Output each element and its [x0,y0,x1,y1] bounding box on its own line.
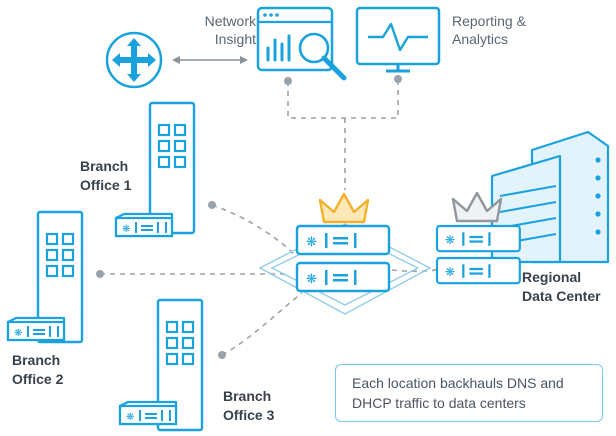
crown-icon [318,192,370,224]
central-appliance-stack [258,192,432,315]
regional-data-center [435,130,610,285]
network-insight-label: Network Insight [178,12,256,48]
reporting-analytics-label: Reporting & Analytics [452,12,526,48]
connector-dots [96,75,402,359]
network-insight-label-line2: Insight [214,31,256,47]
branch-office-3 [118,298,204,432]
callout-line1: Each location backhauls DNS and [352,375,564,391]
branch3-line2: Office 3 [223,407,275,423]
branch-office-2 [6,210,84,344]
reporting-monitor-icon [355,6,441,73]
network-insight-icon [256,6,347,81]
router-icon [105,31,163,89]
callout-line2: DHCP traffic to data centers [352,395,526,411]
network-insight-label-line1: Network [204,13,256,29]
branch2-line2: Office 2 [12,371,64,387]
reporting-label-line1: Reporting & [452,13,526,29]
reporting-label-line2: Analytics [452,31,509,47]
branch1-line1: Branch [80,158,129,174]
branch-office-1-label: Branch Office 1 [80,157,131,195]
branch1-line2: Office 1 [80,177,132,193]
branch2-line1: Branch [12,352,61,368]
branch-office-2-label: Branch Office 2 [12,351,63,389]
connector-lines [100,79,447,356]
bidirectional-arrow-icon [172,56,248,64]
regional-data-center-label: Regional Data Center [522,268,601,306]
callout-box: Each location backhauls DNS and DHCP tra… [335,364,603,422]
datacenter-line1: Regional [522,269,582,285]
datacenter-line2: Data Center [522,288,601,304]
branch3-line1: Branch [223,388,272,404]
branch-office-3-label: Branch Office 3 [223,387,274,425]
